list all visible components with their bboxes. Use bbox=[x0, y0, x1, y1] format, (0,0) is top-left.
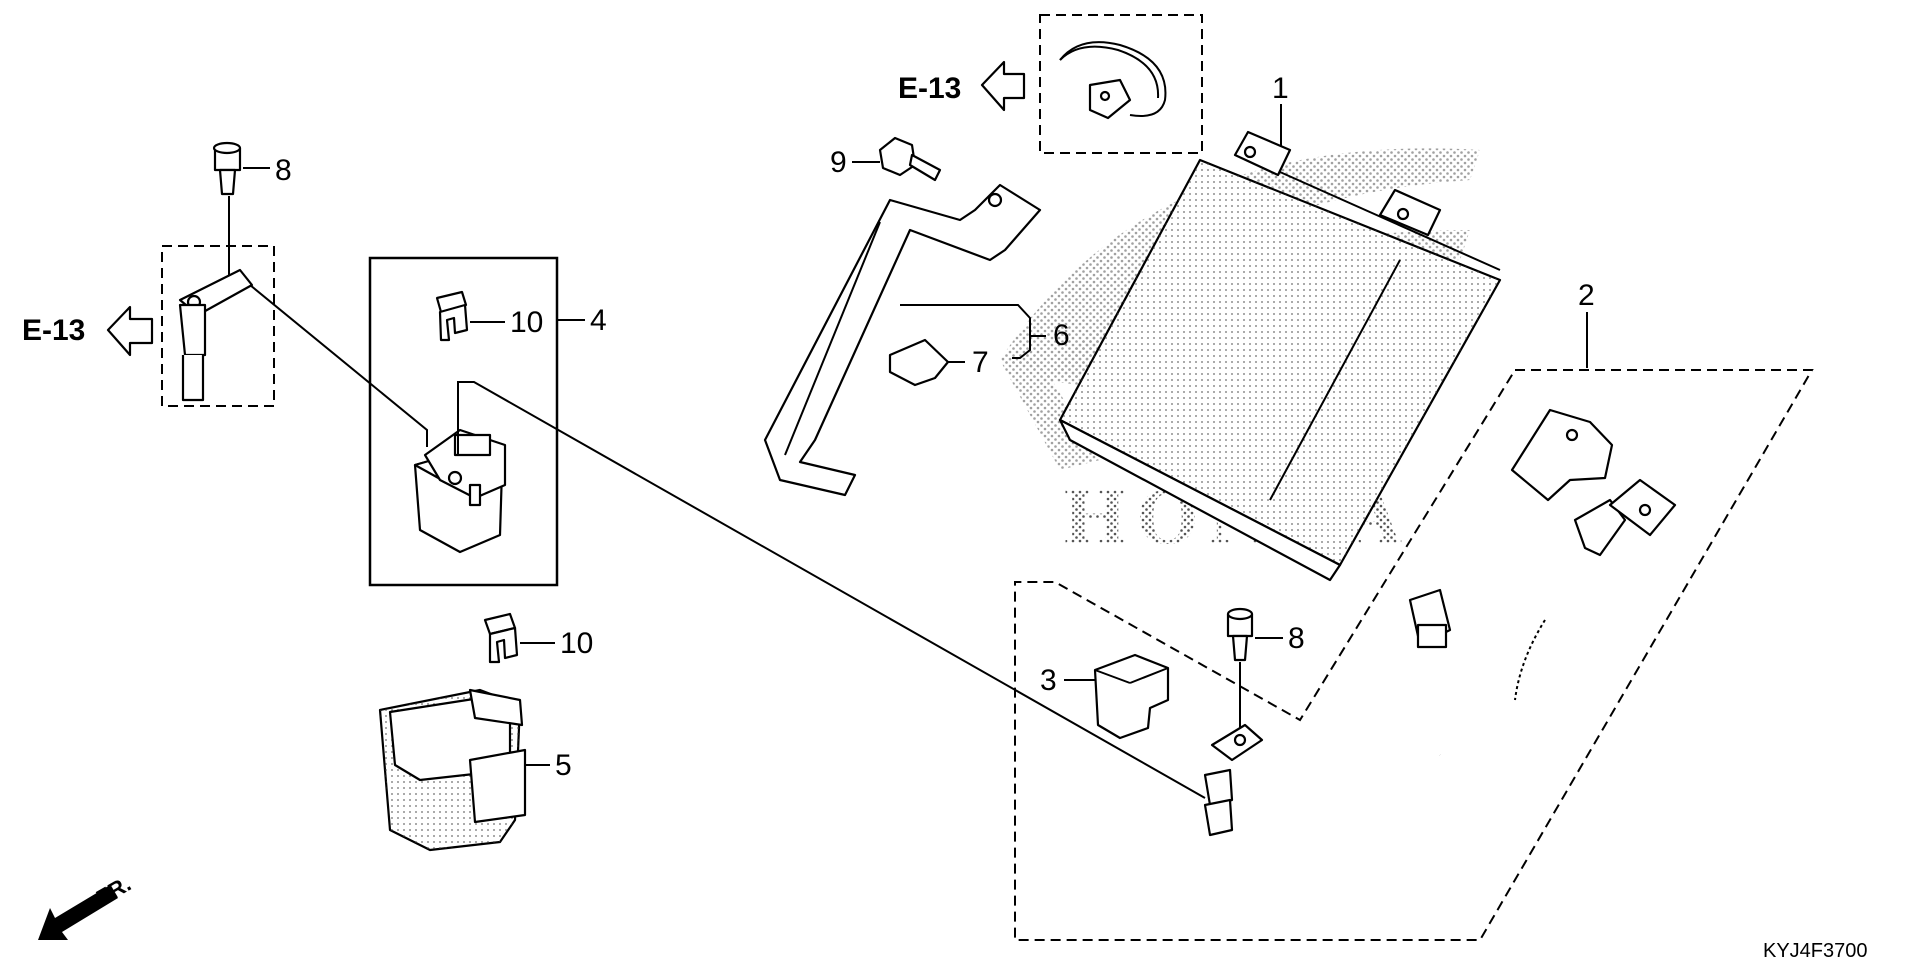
flange-bolt bbox=[878, 136, 942, 182]
callout-10-upper[interactable]: 10 bbox=[510, 306, 543, 339]
ref-e13-left[interactable]: E-13 bbox=[22, 314, 85, 347]
battery-cable-positive bbox=[1205, 478, 1677, 901]
direction-arrow-icon bbox=[38, 885, 118, 940]
callout-6[interactable]: 6 bbox=[1053, 319, 1070, 352]
terminal-cap bbox=[1093, 653, 1170, 740]
terminal-cover bbox=[1510, 408, 1614, 502]
ref-e13-top[interactable]: E-13 bbox=[898, 72, 961, 105]
arrow-left-icon bbox=[980, 60, 1026, 112]
harness-clip-detail bbox=[1059, 41, 1167, 120]
callout-10-lower[interactable]: 10 bbox=[560, 627, 593, 660]
detail-box-top bbox=[1039, 14, 1203, 154]
cable-set-boundary bbox=[1014, 369, 1814, 941]
battery bbox=[1058, 130, 1502, 582]
screw-right bbox=[1226, 607, 1254, 662]
fuse-lower bbox=[483, 612, 519, 664]
callout-3[interactable]: 3 bbox=[1040, 664, 1057, 697]
arrow-left-icon bbox=[106, 305, 154, 357]
callout-8-left[interactable]: 8 bbox=[275, 154, 292, 187]
front-direction-indicator: FR. bbox=[38, 871, 135, 940]
callout-9[interactable]: 9 bbox=[830, 146, 847, 179]
callout-1[interactable]: 1 bbox=[1272, 72, 1289, 105]
callout-7[interactable]: 7 bbox=[972, 346, 989, 379]
detail-box-left bbox=[161, 245, 275, 407]
drawing-code: KYJ4F3700 bbox=[1763, 940, 1868, 960]
fuse-box bbox=[378, 688, 527, 852]
callout-4[interactable]: 4 bbox=[590, 304, 607, 337]
starter-relay bbox=[413, 428, 507, 554]
screw-left bbox=[212, 141, 242, 196]
rubber-cushion bbox=[888, 338, 950, 387]
callout-5[interactable]: 5 bbox=[555, 749, 572, 782]
callout-8-right[interactable]: 8 bbox=[1288, 622, 1305, 655]
negative-terminal bbox=[1203, 723, 1264, 837]
callout-2[interactable]: 2 bbox=[1578, 279, 1595, 312]
terminal-clip-left bbox=[178, 268, 254, 402]
relay-assembly-box bbox=[368, 256, 559, 587]
battery-holder-bracket bbox=[763, 183, 1042, 497]
battery-cable-sub bbox=[1408, 588, 1452, 757]
fuse-upper bbox=[435, 290, 469, 342]
